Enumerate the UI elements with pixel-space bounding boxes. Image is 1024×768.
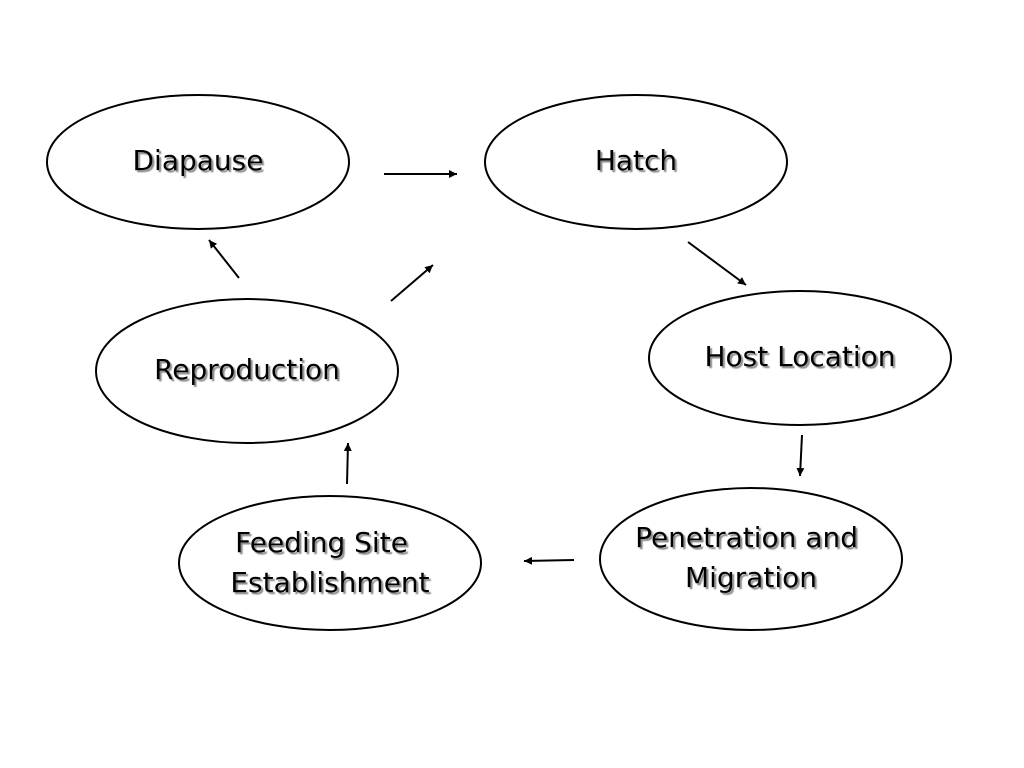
- node-hatch-line-1: Hatch: [595, 144, 677, 177]
- node-reproduction-line-1: Reproduction: [154, 353, 340, 386]
- node-host-location-shape: [648, 290, 952, 426]
- node-diapause-label: Diapause: [133, 144, 264, 177]
- node-feeding-site-line-1: Feeding Site: [235, 526, 408, 559]
- node-host-location: Host Location: [648, 290, 952, 426]
- node-hatch-shape: [484, 94, 788, 230]
- node-reproduction-label: Reproduction: [154, 353, 340, 386]
- node-penetration-migration-shape: [599, 487, 903, 631]
- node-penetration-migration: Penetration and Migration: [599, 487, 903, 631]
- node-diapause-line-1: Diapause: [133, 144, 264, 177]
- node-hatch-label: Hatch: [595, 144, 677, 177]
- node-feeding-site-label: Feeding Site Establishment: [230, 526, 429, 599]
- node-penetration-migration-line-1: Penetration and: [635, 521, 858, 554]
- arrow-reproduction-to-diapause: [208, 239, 240, 279]
- node-diapause-shape: [46, 94, 350, 230]
- node-hatch: Hatch: [484, 94, 788, 230]
- node-reproduction: Reproduction: [95, 298, 399, 444]
- node-diapause: Diapause: [46, 94, 350, 230]
- node-feeding-site-line-2: Establishment: [230, 566, 429, 599]
- node-feeding-site: Feeding Site Establishment: [178, 495, 482, 631]
- arrow-reproduction-to-hatch: [390, 264, 434, 302]
- arrow-penetration-to-feeding-site: [523, 556, 575, 565]
- node-penetration-migration-label: Penetration and Migration: [635, 521, 867, 594]
- arrow-host-location-to-penetration: [796, 434, 805, 477]
- node-feeding-site-shape: [178, 495, 482, 631]
- arrow-feeding-site-to-reproduction: [343, 442, 352, 485]
- node-host-location-line-1: Host Location: [704, 340, 895, 373]
- node-reproduction-shape: [95, 298, 399, 444]
- node-host-location-label: Host Location: [704, 340, 895, 373]
- node-penetration-migration-line-2: Migration: [685, 561, 817, 594]
- arrow-hatch-to-host-location: [687, 241, 747, 286]
